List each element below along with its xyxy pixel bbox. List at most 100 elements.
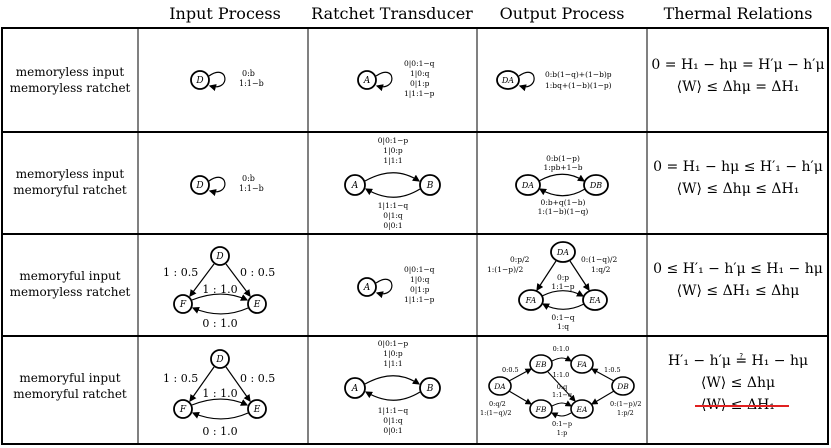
state-label: DB bbox=[589, 181, 602, 190]
struck-relation: ⟨W⟩ ≤ ΔH₁ bbox=[695, 394, 789, 416]
transition-label: 0:b bbox=[242, 174, 255, 183]
transition-label: 1|0:p bbox=[383, 146, 403, 155]
state-label: DB bbox=[616, 382, 629, 391]
transition-label: 1 : 0.5 bbox=[163, 266, 198, 279]
transition-label: 0|0:1 bbox=[383, 426, 402, 435]
state-node bbox=[344, 377, 366, 399]
transition-label: 0:p bbox=[557, 273, 569, 282]
transition-label: 0|1:p bbox=[410, 285, 430, 294]
row2-input-diagram: D 0:b 1:1−b bbox=[190, 174, 264, 197]
strike-line bbox=[695, 405, 789, 407]
transition-label: 1:(1−b)(1−q) bbox=[538, 207, 589, 216]
state-label: F bbox=[179, 300, 187, 310]
state-node bbox=[582, 289, 608, 311]
transition-label: 0:(1−q)/2 bbox=[581, 255, 618, 264]
state-node bbox=[529, 399, 553, 419]
transition-label: 0:q bbox=[557, 383, 568, 391]
transition-label: 0|1:p bbox=[410, 79, 430, 88]
state-label: A bbox=[363, 76, 371, 86]
transition-label: 1|1:1−q bbox=[378, 406, 409, 415]
header-ratchet-transducer: Ratchet Transducer bbox=[311, 4, 473, 23]
state-node bbox=[210, 349, 230, 369]
header-output-process: Output Process bbox=[499, 4, 625, 23]
transition-label: 1|0:q bbox=[410, 275, 430, 284]
state-label: DA bbox=[501, 76, 514, 85]
state-label: A bbox=[363, 283, 371, 293]
transition-label: 0:1.0 bbox=[553, 345, 570, 353]
state-node bbox=[419, 377, 441, 399]
transition-label: 0 : 0.5 bbox=[240, 266, 275, 279]
state-node bbox=[247, 294, 267, 314]
transition-label: 0:b(1−p) bbox=[546, 154, 580, 163]
transition-label: 1|1:1−q bbox=[378, 201, 409, 210]
state-node bbox=[173, 294, 193, 314]
transition-label: 1|1:1−p bbox=[404, 89, 435, 98]
row3-output-diagram: DA FA EA 0:p/2 1:(1−p)/2 0:(1−q)/2 1:q/2… bbox=[487, 241, 618, 331]
transition-label: 0|0:1−p bbox=[378, 339, 409, 348]
state-node bbox=[550, 241, 576, 263]
state-label: A bbox=[351, 384, 359, 394]
transition-label: 1:q/2 bbox=[591, 265, 611, 274]
state-node bbox=[488, 376, 512, 396]
state-label: DA bbox=[521, 181, 534, 190]
state-label: F bbox=[179, 405, 187, 415]
transition-label: 0 : 1.0 bbox=[202, 425, 237, 438]
state-node bbox=[173, 399, 193, 419]
state-node bbox=[570, 399, 594, 419]
state-node bbox=[529, 354, 553, 374]
state-node bbox=[357, 70, 377, 90]
transition-label: 0|0:1 bbox=[383, 221, 402, 230]
transition-label: 1 : 1.0 bbox=[202, 283, 237, 296]
state-label: D bbox=[195, 181, 203, 191]
transition-label: 1:(1−q)/2 bbox=[480, 409, 511, 417]
row3-input-diagram: D F E 1 : 0.5 0 : 0.5 1 : 1.0 0 : 1.0 bbox=[163, 246, 275, 330]
transition-label: 1:1−b bbox=[239, 79, 264, 88]
state-label: EB bbox=[535, 360, 547, 369]
row3-relations: 0 ≤ H′₁ − h′μ ≤ H₁ − hμ⟨W⟩ ≤ ΔH₁ ≤ Δhμ bbox=[653, 261, 823, 299]
row2-relations: 0 = H₁ − hμ ≤ H′₁ − h′μ⟨W⟩ ≤ Δhμ ≤ ΔH₁ bbox=[653, 159, 823, 197]
transition-label: 0:1−p bbox=[552, 420, 572, 428]
state-label: B bbox=[426, 181, 434, 191]
transition-label: 0|1:q bbox=[383, 416, 403, 425]
transition-label: 1 : 1.0 bbox=[202, 387, 237, 400]
state-node bbox=[190, 70, 210, 90]
state-label: FB bbox=[535, 405, 547, 414]
transition-label: 1:1−b bbox=[239, 184, 264, 193]
transition-label: 1:pb+1−b bbox=[543, 163, 582, 172]
transition-label: 0 : 0.5 bbox=[240, 372, 275, 385]
state-label: EA bbox=[576, 405, 588, 414]
header-input-process: Input Process bbox=[169, 4, 281, 23]
transition-label: 0:p/2 bbox=[510, 255, 530, 264]
transition-label: 0:b bbox=[242, 69, 255, 78]
transition-label: 0:(1−p)/2 bbox=[610, 400, 641, 408]
transition-label: 0|0:1−p bbox=[378, 136, 409, 145]
state-label: D bbox=[215, 252, 223, 262]
transition-label: 1:0.5 bbox=[604, 366, 621, 374]
row2-output-diagram: 0:b(1−p) 1:pb+1−b DA DB 0:b+q(1−b) 1:(1−… bbox=[515, 154, 609, 216]
transition-label: 0|0:1−q bbox=[404, 59, 435, 68]
transition-label: 1:q bbox=[557, 322, 569, 331]
state-node bbox=[247, 399, 267, 419]
state-node bbox=[210, 246, 230, 266]
transition-label: 1|1:1 bbox=[383, 359, 402, 368]
state-node bbox=[518, 289, 544, 311]
transition-label: 1:1.0 bbox=[553, 371, 570, 379]
transition-label: 0|1:q bbox=[383, 211, 403, 220]
transition-label: 0 : 1.0 bbox=[202, 317, 237, 330]
state-label: A bbox=[351, 181, 359, 191]
state-label: EA bbox=[588, 296, 601, 305]
row4-relations: H′₁ − h′μ ≟ H₁ − hμ ⟨W⟩ ≤ Δhμ ⟨W⟩ ≤ ΔH₁ bbox=[648, 350, 828, 416]
row4-input-diagram: D F E 1 : 0.5 0 : 0.5 1 : 1.0 0 : 1.0 bbox=[163, 349, 275, 438]
state-node bbox=[190, 175, 210, 195]
state-label: E bbox=[253, 405, 261, 415]
state-label: D bbox=[195, 76, 203, 86]
state-label: B bbox=[426, 384, 434, 394]
transition-label: 1:p/2 bbox=[617, 409, 634, 417]
row4-ratchet-diagram: 0|0:1−p 1|0:p 1|1:1 A B 1|1:1−q 0|1:q 0|… bbox=[344, 339, 441, 435]
state-node bbox=[583, 174, 609, 196]
row1-ratchet-diagram: A 0|0:1−q 1|0:q 0|1:p 1|1:1−p bbox=[357, 59, 435, 98]
